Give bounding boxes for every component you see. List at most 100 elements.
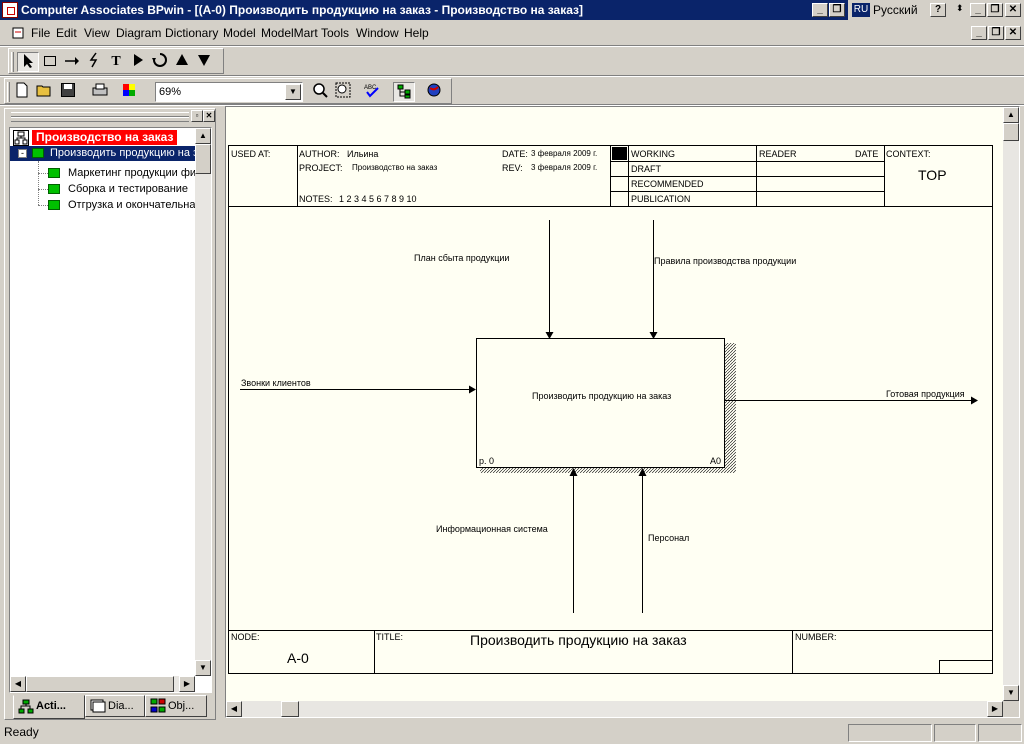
arrowhead bbox=[649, 332, 658, 339]
minimize-button[interactable]: _ bbox=[812, 3, 828, 17]
control-label-2[interactable]: Правила производства продукции bbox=[654, 256, 797, 266]
status-bar: Ready bbox=[0, 722, 1024, 744]
go-down-level-icon[interactable] bbox=[193, 52, 215, 72]
app-restore-button[interactable]: ❐ bbox=[987, 3, 1003, 17]
panel-dock-button[interactable]: ▫ bbox=[191, 110, 203, 122]
canvas-horizontal-scrollbar[interactable]: ◀ ▶ bbox=[226, 701, 1003, 717]
spell-check-icon[interactable]: ABC bbox=[361, 82, 383, 102]
canvas-scroll-thumb[interactable] bbox=[1003, 123, 1019, 141]
status-draft: DRAFT bbox=[631, 164, 661, 174]
doc-restore-button[interactable]: ❐ bbox=[988, 26, 1004, 40]
tab-objects[interactable]: Obj... bbox=[145, 695, 207, 717]
node-label: NODE: bbox=[231, 632, 260, 642]
toolbar-grip bbox=[11, 52, 14, 72]
modelmart-globe-icon[interactable] bbox=[423, 82, 445, 102]
menu-diagram[interactable]: Diagram bbox=[116, 26, 162, 40]
menu-window[interactable]: Window bbox=[356, 26, 399, 40]
doc-minimize-button[interactable]: _ bbox=[971, 26, 987, 40]
panel-close-icon[interactable]: ✕ bbox=[203, 110, 215, 122]
tree-item-selected[interactable]: - Производить продукцию на заказ bbox=[10, 146, 211, 161]
color-palette-icon[interactable] bbox=[119, 82, 141, 102]
scroll-down-icon[interactable]: ▼ bbox=[1003, 685, 1019, 701]
scroll-up-icon[interactable]: ▲ bbox=[195, 128, 211, 144]
collapse-icon[interactable]: - bbox=[18, 149, 27, 158]
mechanism-label-1[interactable]: Информационная система bbox=[436, 524, 548, 534]
menu-dictionary[interactable]: Dictionary bbox=[165, 26, 219, 40]
print-icon[interactable] bbox=[89, 82, 111, 102]
control-label-1[interactable]: План сбыта продукции bbox=[414, 253, 510, 263]
status-panel-2 bbox=[934, 724, 976, 742]
model-explorer-icon[interactable] bbox=[393, 82, 415, 102]
activity-box-a0[interactable] bbox=[476, 338, 725, 468]
activity-icon bbox=[48, 168, 60, 178]
menu-tools[interactable]: Tools bbox=[321, 26, 350, 40]
output-label-1[interactable]: Готовая продукция bbox=[886, 389, 965, 399]
scroll-down-icon[interactable]: ▼ bbox=[195, 660, 211, 676]
activity-number: A0 bbox=[710, 456, 722, 466]
activity-box-tool-icon[interactable] bbox=[39, 52, 61, 72]
tree-horizontal-scrollbar[interactable]: ◀ ▶ bbox=[10, 676, 195, 692]
scroll-corner bbox=[1003, 701, 1019, 717]
pointer-tool-icon[interactable] bbox=[17, 52, 39, 72]
app-minimize-button[interactable]: _ bbox=[970, 3, 986, 17]
menu-help[interactable]: Help bbox=[404, 26, 429, 40]
arrow-tool-icon[interactable] bbox=[61, 52, 83, 72]
diagram-canvas[interactable]: USED AT: AUTHOR: Ильина PROJECT: Произво… bbox=[225, 106, 1020, 718]
zoom-out-icon[interactable] bbox=[332, 82, 354, 102]
tab-activities[interactable]: Acti... bbox=[13, 695, 85, 719]
language-indicator[interactable]: RU Русский ? ⬍ _ ❐ ✕ bbox=[848, 0, 1024, 20]
tree-root-label[interactable]: Производство на заказ bbox=[32, 130, 178, 145]
help-icon[interactable]: ? bbox=[930, 3, 946, 17]
bpwin-app-icon[interactable] bbox=[2, 2, 18, 18]
zoom-select[interactable]: 69% ▼ bbox=[155, 82, 303, 102]
scroll-right-icon[interactable]: ▶ bbox=[179, 676, 195, 692]
menu-model[interactable]: Model bbox=[223, 26, 256, 40]
arrowhead bbox=[469, 385, 476, 394]
doc-close-button[interactable]: ✕ bbox=[1005, 26, 1021, 40]
new-file-icon[interactable] bbox=[11, 82, 33, 102]
menu-file[interactable]: File bbox=[31, 26, 51, 40]
tree-vertical-scrollbar[interactable]: ▲ ▼ bbox=[195, 128, 211, 676]
objects-tab-icon bbox=[150, 698, 166, 714]
scroll-right-icon[interactable]: ▶ bbox=[987, 701, 1003, 717]
app-close-button[interactable]: ✕ bbox=[1005, 3, 1021, 17]
open-folder-icon[interactable] bbox=[34, 82, 56, 102]
activity-tree[interactable]: Производство на заказ - Производить прод… bbox=[9, 127, 212, 693]
chevron-updown-icon[interactable]: ⬍ bbox=[956, 3, 964, 13]
canvas-vertical-scrollbar[interactable]: ▲ ▼ bbox=[1003, 107, 1019, 701]
status-recommended: RECOMMENDED bbox=[631, 179, 704, 189]
project-label: PROJECT: bbox=[299, 163, 343, 173]
scroll-left-icon[interactable]: ◀ bbox=[10, 676, 26, 692]
model-explorer-panel: ▫ ✕ Производство на заказ - Производить … bbox=[4, 108, 216, 720]
mechanism-label-2[interactable]: Персонал bbox=[648, 533, 690, 543]
input-label-1[interactable]: Звонки клиентов bbox=[241, 378, 311, 388]
document-icon[interactable] bbox=[10, 26, 26, 40]
activity-icon bbox=[48, 184, 60, 194]
scroll-thumb[interactable] bbox=[195, 144, 211, 174]
menu-view[interactable]: View bbox=[84, 26, 110, 40]
panel-grip-2 bbox=[11, 117, 189, 122]
chevron-down-icon[interactable]: ▼ bbox=[285, 84, 301, 100]
context-label: CONTEXT: bbox=[886, 149, 931, 159]
tab-diagrams[interactable]: Dia... bbox=[85, 695, 145, 717]
idef0-diagram bbox=[228, 145, 993, 674]
go-up-level-icon[interactable] bbox=[171, 52, 193, 72]
go-to-parent-icon[interactable] bbox=[149, 52, 171, 72]
menu-modelmart[interactable]: ModelMart bbox=[261, 26, 318, 40]
save-icon[interactable] bbox=[57, 82, 79, 102]
footer-box bbox=[939, 660, 993, 674]
canvas-scroll-thumb-h[interactable] bbox=[281, 701, 299, 717]
squiggle-tool-icon[interactable] bbox=[83, 52, 105, 72]
scroll-left-icon[interactable]: ◀ bbox=[226, 701, 242, 717]
zoom-in-icon[interactable] bbox=[309, 82, 331, 102]
title-label: TITLE: bbox=[376, 632, 404, 642]
go-to-child-icon[interactable] bbox=[127, 52, 149, 72]
text-tool-icon[interactable]: T bbox=[111, 54, 121, 69]
menu-edit[interactable]: Edit bbox=[56, 26, 77, 40]
scroll-up-icon[interactable]: ▲ bbox=[1003, 107, 1019, 123]
window-title: Computer Associates BPwin - [(A-0) Произ… bbox=[21, 3, 584, 17]
activities-tab-icon bbox=[18, 699, 34, 715]
restore-button[interactable]: ❐ bbox=[829, 3, 845, 17]
activity-name[interactable]: Производить продукцию на заказ bbox=[532, 391, 672, 401]
scroll-thumb-h[interactable] bbox=[26, 676, 174, 692]
